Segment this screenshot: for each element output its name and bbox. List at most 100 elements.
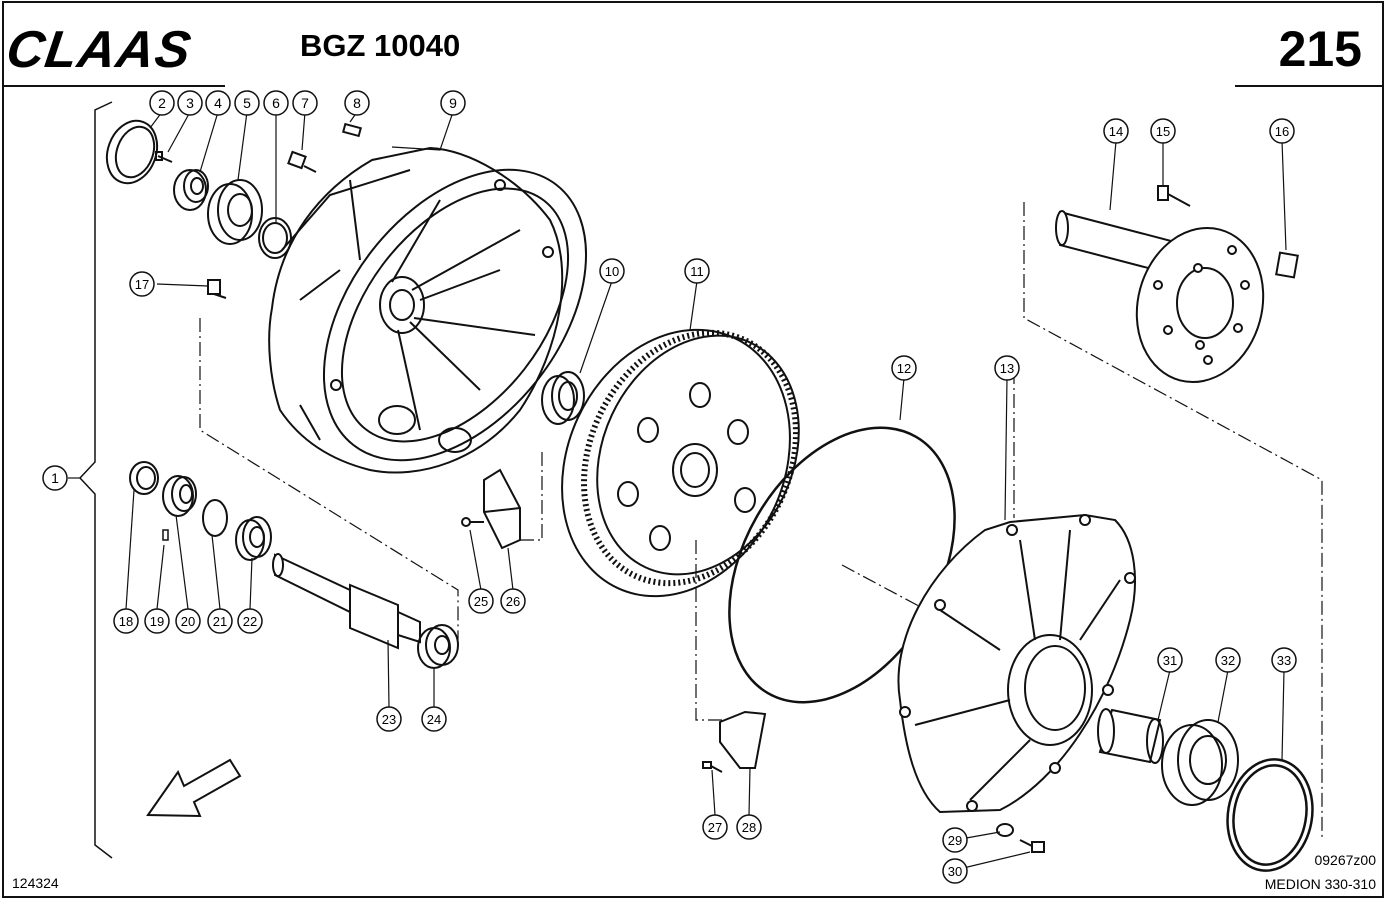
callout-27: 27 xyxy=(702,814,728,840)
callout-23: 23 xyxy=(376,706,402,732)
plug-17 xyxy=(207,279,227,299)
callout-circle xyxy=(891,355,917,381)
callout-15: 15 xyxy=(1150,118,1176,144)
callout-number: 2 xyxy=(158,95,166,111)
callout-number: 29 xyxy=(948,833,962,848)
callout-number: 32 xyxy=(1221,653,1235,668)
callout-number: 10 xyxy=(605,264,619,279)
o-ring-6 xyxy=(258,217,292,259)
callout-number: 25 xyxy=(474,594,488,609)
ring-gear-11 xyxy=(561,328,800,598)
bolt-15 xyxy=(1157,185,1191,207)
callout-circle xyxy=(263,90,289,116)
callout-circle xyxy=(1150,118,1176,144)
callout-number: 12 xyxy=(897,361,911,376)
callout-17: 17 xyxy=(129,271,155,297)
callout-circle xyxy=(113,608,139,634)
circlip-21 xyxy=(202,499,228,537)
callout-1: 1 xyxy=(42,465,68,491)
callout-circle xyxy=(1103,118,1129,144)
callout-4: 4 xyxy=(205,90,231,116)
callout-circle xyxy=(942,858,968,884)
callout-26: 26 xyxy=(500,588,526,614)
callout-16: 16 xyxy=(1269,118,1295,144)
screw-27 xyxy=(702,761,723,773)
callout-number: 28 xyxy=(742,820,756,835)
callout-11: 11 xyxy=(684,258,710,284)
callout-25: 25 xyxy=(468,588,494,614)
callout-number: 30 xyxy=(948,864,962,879)
callout-5: 5 xyxy=(234,90,260,116)
callout-number: 20 xyxy=(181,614,195,629)
callout-number: 22 xyxy=(243,614,257,629)
seal-ring-2 xyxy=(105,119,159,185)
washer-29 xyxy=(996,823,1014,837)
callout-number: 3 xyxy=(186,95,194,111)
callout-circle xyxy=(237,608,263,634)
callout-19: 19 xyxy=(144,608,170,634)
breather-7 xyxy=(287,150,317,173)
callout-29: 29 xyxy=(942,827,968,853)
callout-31: 31 xyxy=(1157,647,1183,673)
callout-number: 23 xyxy=(382,712,396,727)
bearing-seal-4 xyxy=(173,169,209,211)
bearing-5 xyxy=(207,179,263,245)
assembly-guide-lines xyxy=(199,202,1323,840)
bracket-26 xyxy=(483,468,521,550)
callout-13: 13 xyxy=(994,355,1020,381)
nut-16 xyxy=(1275,251,1299,279)
callout-number: 21 xyxy=(213,614,227,629)
callout-circle xyxy=(421,706,447,732)
callout-circle xyxy=(129,271,155,297)
footer-left-code: 124324 xyxy=(12,875,59,891)
callout-8: 8 xyxy=(344,90,370,116)
callout-7: 7 xyxy=(292,90,318,116)
callout-28: 28 xyxy=(736,814,762,840)
callout-circle xyxy=(177,90,203,116)
drawing-code: BGZ 10040 xyxy=(300,28,460,63)
claas-logo: CLAAS xyxy=(3,21,195,79)
callout-circle xyxy=(440,90,466,116)
bearing-24 xyxy=(417,624,459,669)
gearbox-housing xyxy=(268,146,588,474)
callout-number: 6 xyxy=(272,95,280,111)
callout-33: 33 xyxy=(1271,647,1297,673)
direction-arrow-icon xyxy=(146,758,242,818)
callout-circle xyxy=(292,90,318,116)
callout-number: 19 xyxy=(150,614,164,629)
callout-number: 26 xyxy=(506,594,520,609)
input-shaft-23 xyxy=(272,553,421,650)
callout-9: 9 xyxy=(440,90,466,116)
callout-number: 15 xyxy=(1156,124,1170,139)
callout-24: 24 xyxy=(421,706,447,732)
callout-32: 32 xyxy=(1215,647,1241,673)
callout-number: 16 xyxy=(1275,124,1289,139)
callout-number: 5 xyxy=(243,95,251,111)
key-19 xyxy=(162,529,169,541)
bracket-28 xyxy=(719,710,767,769)
callout-circle xyxy=(1157,647,1183,673)
screw-25 xyxy=(461,517,484,527)
callout-circle xyxy=(1215,647,1241,673)
callout-circle xyxy=(234,90,260,116)
callout-14: 14 xyxy=(1103,118,1129,144)
callout-number: 24 xyxy=(427,712,441,727)
callout-number: 18 xyxy=(119,614,133,629)
callout-number: 8 xyxy=(353,95,361,111)
seal-18 xyxy=(129,461,159,495)
callout-number: 11 xyxy=(690,264,704,279)
stud-8 xyxy=(342,122,362,138)
page-number: 215 xyxy=(1279,21,1362,77)
callout-30: 30 xyxy=(942,858,968,884)
leader-lines xyxy=(68,111,1287,871)
figure-code: 09267z00 xyxy=(1314,852,1376,868)
callout-number: 7 xyxy=(301,95,309,111)
callout-number: 14 xyxy=(1109,124,1123,139)
callout-10: 10 xyxy=(599,258,625,284)
callout-circle xyxy=(468,588,494,614)
callout-circle xyxy=(207,608,233,634)
bolt-3 xyxy=(155,151,173,163)
